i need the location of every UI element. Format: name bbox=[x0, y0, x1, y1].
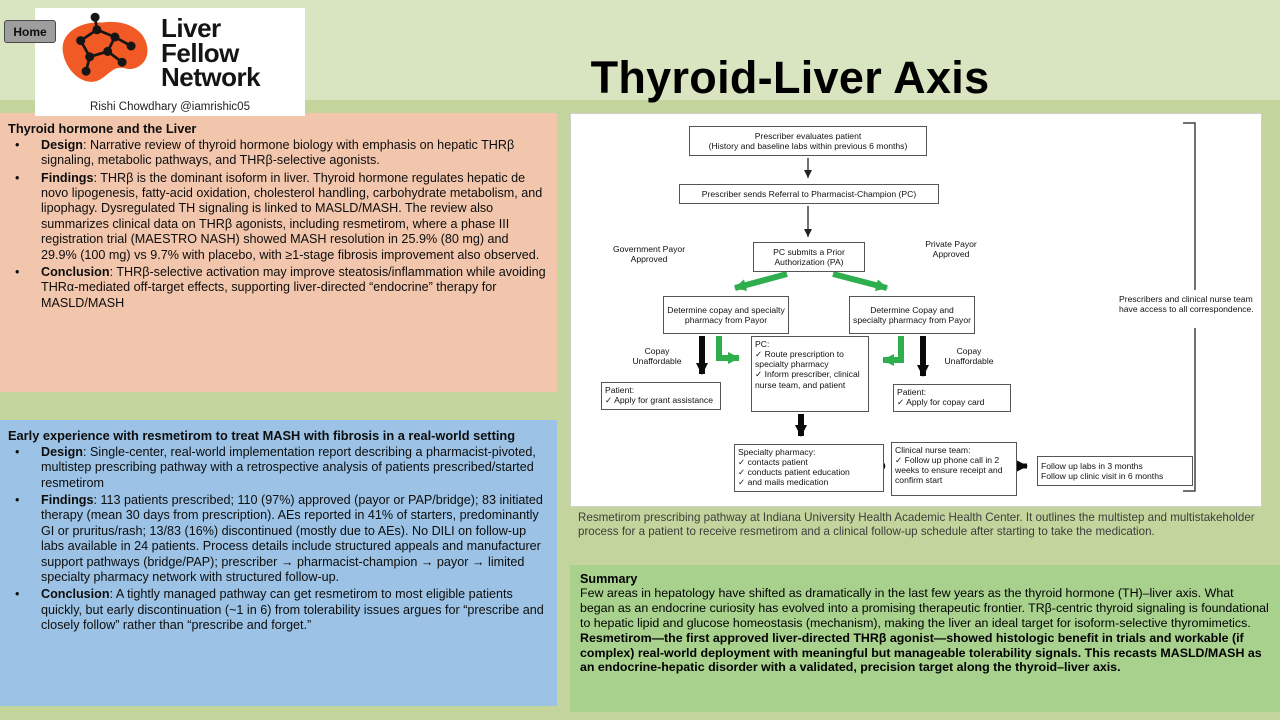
flowchart-caption: Resmetirom prescribing pathway at Indian… bbox=[578, 511, 1255, 539]
flow-side-note: Prescribers and clinical nurse team have… bbox=[1119, 294, 1254, 315]
panel-heading: Early experience with resmetirom to trea… bbox=[8, 428, 516, 443]
flow-node-determine-copay-left: Determine copay and specialty pharmacy f… bbox=[663, 296, 789, 334]
flow-label-copay-unaffordable-right: Copay Unaffordable bbox=[944, 346, 994, 366]
flow-node-clinical-nurse-team: Clinical nurse team: ✓ Follow up phone c… bbox=[891, 442, 1017, 496]
flow-node-line: Determine Copay and specialty pharmacy f… bbox=[853, 304, 971, 325]
bullet-marker: • bbox=[15, 264, 20, 279]
flow-label-private-payor-approved: Private Payor Approved bbox=[925, 239, 977, 259]
summary-panel: Summary Few areas in hepatology have shi… bbox=[570, 565, 1280, 712]
bullet-findings: • Findings: THRβ is the dominant isoform… bbox=[8, 171, 547, 263]
flow-label-government-payor-approved: Government Payor Approved bbox=[612, 244, 686, 264]
flow-node-title: Patient: bbox=[897, 387, 927, 397]
flow-node-title: Patient: bbox=[605, 385, 635, 395]
flow-label-copay-unaffordable-left: Copay Unaffordable bbox=[632, 346, 682, 366]
bullet-marker: • bbox=[15, 138, 20, 152]
bullet-marker: • bbox=[15, 587, 20, 602]
flow-node-followup: Follow up labs in 3 months Follow up cli… bbox=[1037, 456, 1193, 486]
flow-check-item: ✓ and mails medication bbox=[738, 477, 829, 488]
summary-text: Few areas in hepatology have shifted as … bbox=[580, 586, 1269, 675]
bullet-marker: • bbox=[15, 445, 20, 459]
bullet-conclusion: • Conclusion: THRβ-selective activation … bbox=[8, 265, 547, 311]
flow-node-line: PC submits a Prior Authorization (PA) bbox=[773, 246, 845, 267]
flow-node-pc-route: PC: ✓ Route prescription to specialty ph… bbox=[751, 336, 869, 412]
bullet-text: Findings: 113 patients prescribed; 110 (… bbox=[41, 493, 543, 584]
bullet-design: • Design: Narrative review of thyroid ho… bbox=[8, 138, 547, 169]
flow-node-line: Determine copay and specialty pharmacy f… bbox=[667, 304, 785, 325]
brand-line: Liver bbox=[161, 13, 221, 43]
bullet-design: • Design: Single-center, real-world impl… bbox=[8, 445, 547, 491]
bullet-marker: • bbox=[15, 493, 20, 508]
flow-node-patient-copay-card: Patient: ✓ Apply for copay card bbox=[893, 384, 1011, 412]
summary-heading: Summary bbox=[580, 572, 638, 586]
flow-node-determine-copay-right: Determine Copay and specialty pharmacy f… bbox=[849, 296, 975, 334]
author-byline: Rishi Chowdhary @iamrishic05 bbox=[90, 101, 250, 113]
flow-node-line: Prescriber evaluates patient bbox=[754, 130, 862, 141]
flow-node-title: Clinical nurse team: bbox=[895, 445, 971, 455]
bullet-conclusion: • Conclusion: A tightly managed pathway … bbox=[8, 587, 547, 633]
flow-node-referral: Prescriber sends Referral to Pharmacist-… bbox=[679, 184, 939, 204]
bullet-findings: • Findings: 113 patients prescribed; 110… bbox=[8, 493, 547, 585]
bullet-text: Findings: THRβ is the dominant isoform i… bbox=[41, 170, 543, 262]
bullet-text: Design: Narrative review of thyroid horm… bbox=[41, 138, 515, 168]
flow-check-item: ✓ Inform prescriber, clinical nurse team… bbox=[755, 369, 860, 390]
bullet-text: Design: Single-center, real-world implem… bbox=[41, 445, 536, 490]
bullet-text: Conclusion: THRβ-selective activation ma… bbox=[41, 264, 546, 310]
brand-card: Liver Fellow Network Rishi Chowdhary @ia… bbox=[35, 8, 305, 116]
flow-node-title: Specialty pharmacy: bbox=[738, 447, 816, 457]
liver-fellow-network-logo bbox=[62, 12, 148, 82]
flow-node-specialty-pharmacy: Specialty pharmacy: ✓ contacts patient ✓… bbox=[734, 444, 884, 492]
page-title: Thyroid-Liver Axis bbox=[590, 52, 990, 104]
flow-node-title: PC: bbox=[755, 339, 770, 349]
flow-check-item: ✓ Apply for grant assistance bbox=[605, 395, 713, 406]
flow-check-item: ✓ conducts patient education bbox=[738, 467, 850, 478]
flow-node-line: Prescriber sends Referral to Pharmacist-… bbox=[701, 188, 917, 199]
flow-node-prior-authorization: PC submits a Prior Authorization (PA) bbox=[753, 242, 865, 272]
bullet-text: Conclusion: A tightly managed pathway ca… bbox=[41, 587, 544, 632]
flowchart-panel: Prescriber evaluates patient (History an… bbox=[570, 113, 1262, 507]
brand-wordmark: Liver Fellow Network bbox=[161, 13, 261, 93]
brand-line: Network bbox=[161, 62, 261, 93]
flow-node-line: (History and baseline labs within previo… bbox=[708, 141, 908, 151]
brand-line: Fellow bbox=[161, 37, 239, 68]
flow-check-item: ✓ Apply for copay card bbox=[897, 397, 985, 408]
panel-thyroid-hormone: Thyroid hormone and the Liver • Design: … bbox=[0, 113, 557, 392]
flow-check-item: ✓ contacts patient bbox=[738, 457, 808, 468]
flow-node-line: Follow up clinic visit in 6 months bbox=[1041, 471, 1164, 481]
flow-check-item: ✓ Follow up phone call in 2 weeks to ens… bbox=[895, 455, 1003, 486]
flow-check-item: ✓ Route prescription to specialty pharma… bbox=[755, 349, 844, 370]
home-button[interactable]: Home bbox=[4, 20, 56, 43]
bullet-marker: • bbox=[15, 170, 20, 185]
flow-node-line: Follow up labs in 3 months bbox=[1041, 460, 1143, 471]
flow-node-patient-grant: Patient: ✓ Apply for grant assistance bbox=[601, 382, 721, 410]
flow-node-evaluate-patient: Prescriber evaluates patient (History an… bbox=[689, 126, 927, 156]
panel-heading: Thyroid hormone and the Liver bbox=[8, 121, 197, 136]
panel-resmetirom-experience: Early experience with resmetirom to trea… bbox=[0, 420, 557, 706]
